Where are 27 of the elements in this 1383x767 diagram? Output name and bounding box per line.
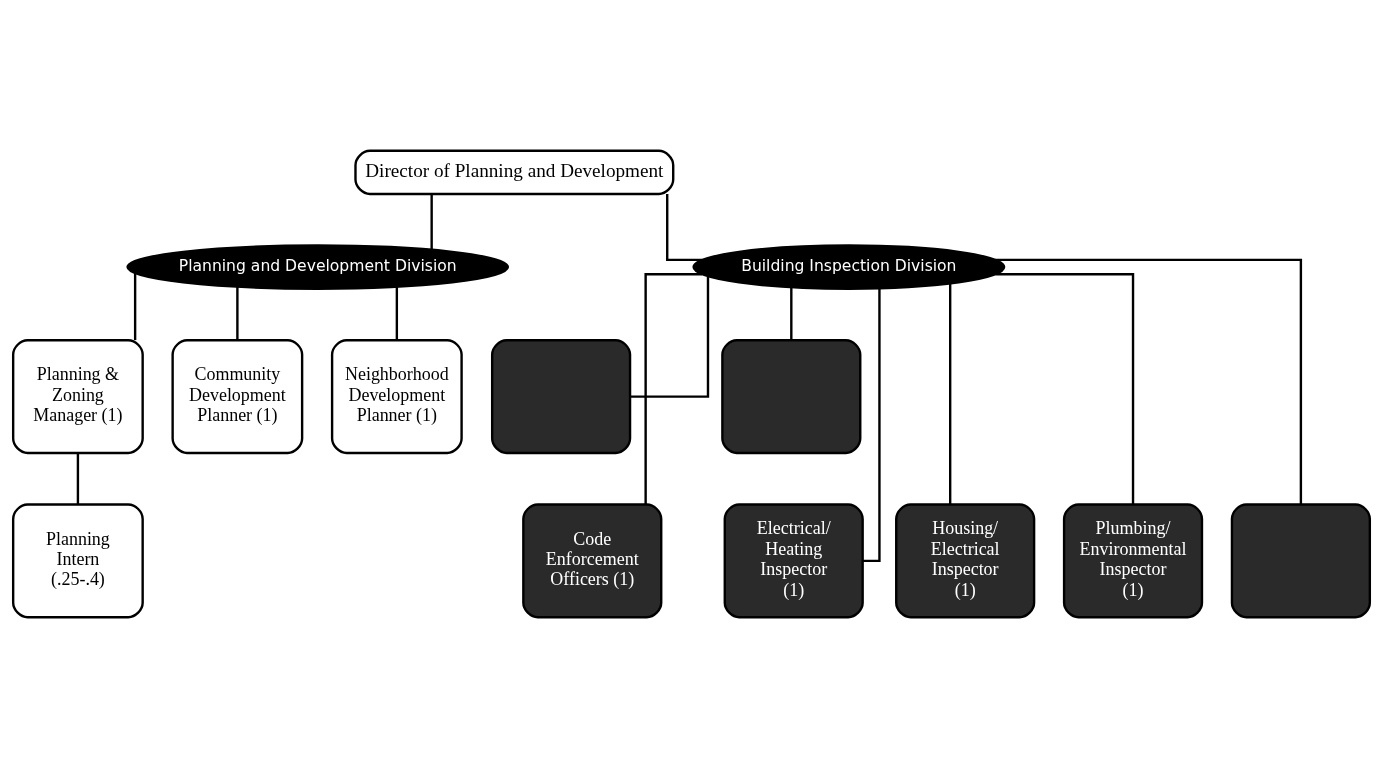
connector: [133, 272, 137, 340]
connector: [395, 286, 399, 340]
node-box: Electrical/ Heating Inspector (1): [723, 502, 864, 618]
node-ellipse: Building Inspection Division: [692, 243, 1006, 290]
connector: [630, 275, 710, 398]
node-box: Plumbing/ Environmental Inspector (1): [1062, 502, 1204, 618]
connector: [644, 272, 703, 504]
node-box: Code Enforcement Officers (1): [522, 502, 663, 618]
connector: [666, 193, 703, 261]
node-box: Planning & Zoning Manager (1): [11, 338, 144, 454]
connector: [862, 288, 881, 562]
connector: [995, 272, 1135, 504]
node-box: [1230, 502, 1372, 618]
node-box: Housing/ Electrical Inspector (1): [895, 502, 1036, 618]
connector: [430, 193, 433, 250]
connector: [790, 286, 793, 340]
node-box: [490, 338, 632, 454]
connector: [76, 452, 80, 504]
node-box: Director of Planning and Development: [354, 149, 675, 195]
node-box: Community Development Planner (1): [171, 338, 304, 454]
connector: [236, 286, 239, 340]
connector: [995, 258, 1303, 504]
node-ellipse: Planning and Development Division: [126, 243, 510, 290]
node-box: Planning Intern (.25-.4): [11, 502, 144, 618]
node-box: Neighborhood Development Planner (1): [330, 338, 463, 454]
connector: [948, 283, 952, 504]
node-box: [721, 338, 862, 454]
